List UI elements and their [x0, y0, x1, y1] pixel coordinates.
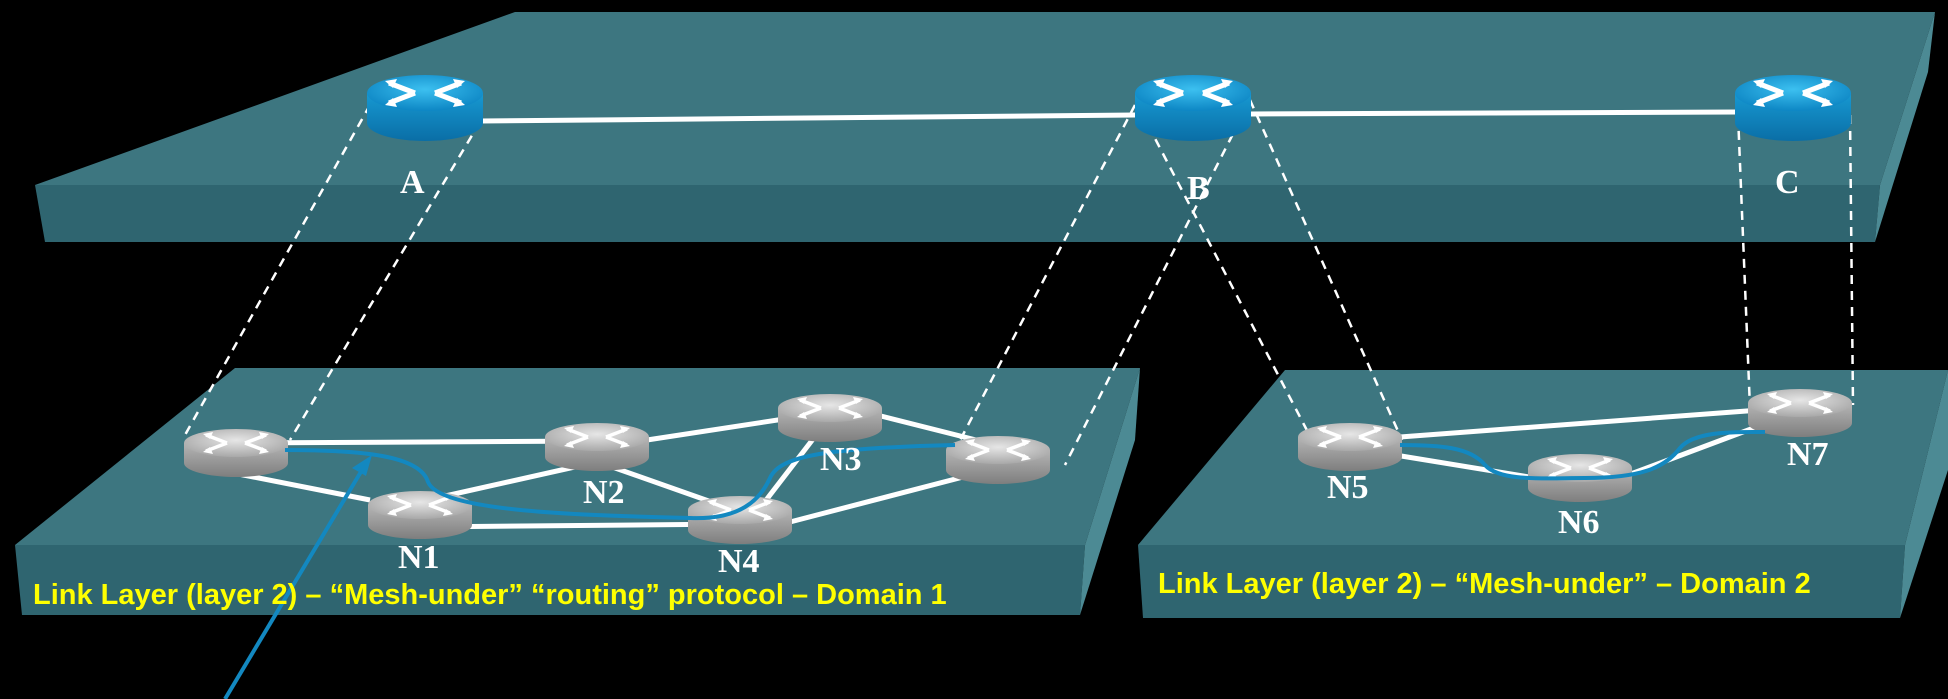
- node-unlabeled-right: [944, 434, 1052, 486]
- core-links: [479, 109, 1739, 124]
- domain1-plane: [15, 368, 1140, 615]
- node-n4: [686, 494, 794, 546]
- node-unlabeled-left: [182, 427, 290, 479]
- router-b-label: B: [1187, 170, 1210, 207]
- domain2-label: Link Layer (layer 2) – “Mesh-under” – Do…: [1158, 568, 1811, 600]
- mesh-route-paths: [223, 429, 1766, 699]
- node-n5: [1296, 421, 1404, 473]
- node-n1-label: N1: [398, 539, 440, 576]
- node-n7-label: N7: [1787, 436, 1829, 473]
- node-n3: [776, 392, 884, 444]
- node-n5-label: N5: [1327, 469, 1369, 506]
- node-n2-label: N2: [583, 474, 625, 511]
- node-n2: [543, 421, 651, 473]
- node-n4-label: N4: [718, 543, 760, 580]
- node-n6-label: N6: [1558, 504, 1600, 541]
- router-a-label: A: [400, 164, 425, 201]
- node-n3-label: N3: [820, 441, 862, 478]
- domain2-plane: [1138, 370, 1948, 618]
- network-layer-plane: [35, 12, 1935, 242]
- pointer-arrow: [223, 455, 372, 699]
- router-b: [1135, 75, 1251, 141]
- node-n7: [1746, 387, 1854, 439]
- router-a: [367, 75, 483, 141]
- router-c: [1735, 75, 1851, 141]
- domain1-label: Link Layer (layer 2) – “Mesh-under” “rou…: [33, 579, 947, 611]
- router-c-label: C: [1775, 164, 1800, 201]
- projection-lines: [183, 99, 1855, 466]
